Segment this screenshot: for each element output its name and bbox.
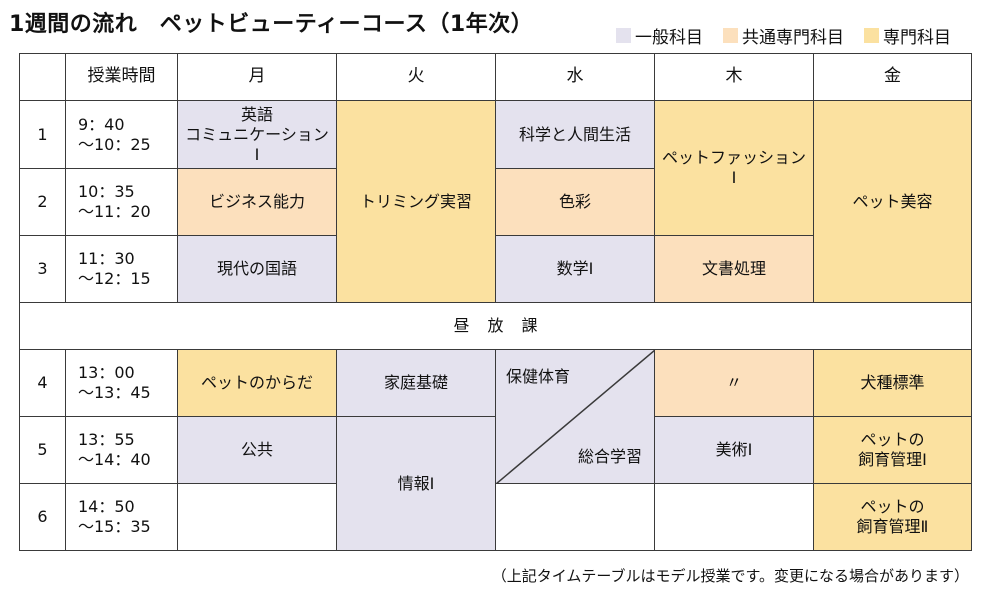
table-row-3: 3 11：30 ～12：15 現代の国語 数学Ⅰ 文書処理 [19, 235, 972, 303]
legend-item-common: 共通専門科目 [723, 23, 844, 48]
period-time: 9：40 ～10：25 [65, 100, 178, 169]
subject-cell: ペットの 飼育管理Ⅰ [813, 416, 972, 484]
subject-cell: 色彩 [495, 168, 655, 236]
subject-cell-top: 保健体育 [506, 367, 571, 386]
header-fri: 金 [813, 53, 972, 101]
legend-item-specialized: 専門科目 [864, 23, 951, 48]
timetable: 授業時間 月 火 水 木 金 1 9：40 ～10：25 英語 コミュニケーショ… [19, 53, 972, 551]
subject-cell: 数学Ⅰ [495, 235, 655, 303]
legend-swatch-specialized [864, 28, 879, 43]
split-subject-cell: 保健体育 総合学習 [495, 349, 655, 484]
footnote: （上記タイムテーブルはモデル授業です。変更になる場合があります） [491, 567, 969, 585]
table-row-5: 5 13：55 ～14：40 公共 情報Ⅰ 美術Ⅰ ペットの 飼育管理Ⅰ [19, 416, 972, 551]
subject-cell: 文書処理 [654, 235, 814, 303]
subject-cell: 英語 コミュニケーション Ⅰ [177, 100, 337, 169]
header-mon: 月 [177, 53, 337, 101]
period-number: 4 [19, 349, 66, 417]
lunch-row: 昼放課 [19, 302, 972, 350]
subject-cell: 科学と人間生活 [495, 100, 655, 169]
subject-cell-ditto: 〃 [654, 349, 814, 417]
period-number: 1 [19, 100, 66, 169]
table-row-1: 1 9：40 ～10：25 英語 コミュニケーション Ⅰ トリミング実習 科学と… [19, 100, 972, 303]
period-number: 5 [19, 416, 66, 484]
subject-cell: 現代の国語 [177, 235, 337, 303]
period-time: 11：30 ～12：15 [65, 235, 178, 303]
empty-cell [177, 483, 337, 551]
table-row-2: 2 10：35 ～11：20 ビジネス能力 色彩 [19, 168, 972, 236]
subject-cell: 情報Ⅰ [336, 416, 496, 551]
period-time: 13：00 ～13：45 [65, 349, 178, 417]
period-time: 13：55 ～14：40 [65, 416, 178, 484]
subject-cell: 公共 [177, 416, 337, 484]
header-tue: 火 [336, 53, 496, 101]
legend-swatch-general [616, 28, 631, 43]
period-time: 10：35 ～11：20 [65, 168, 178, 236]
subject-cell: 犬種標準 [813, 349, 972, 417]
subject-cell: ペットのからだ [177, 349, 337, 417]
legend-swatch-common [723, 28, 738, 43]
subject-cell: トリミング実習 [336, 100, 496, 303]
header-thu: 木 [654, 53, 814, 101]
subject-cell-bottom: 総合学習 [577, 447, 642, 466]
period-number: 2 [19, 168, 66, 236]
subject-cell: 美術Ⅰ [654, 416, 814, 484]
page-title: 1週間の流れ ペットビューティーコース（1年次） [9, 12, 534, 37]
subject-cell: ペット美容 [813, 100, 972, 303]
subject-cell: ビジネス能力 [177, 168, 337, 236]
subject-cell: ペットファッション Ⅰ [654, 100, 814, 236]
legend-label-specialized: 専門科目 [883, 28, 951, 48]
period-time: 14：50 ～15：35 [65, 483, 178, 551]
legend-label-general: 一般科目 [635, 28, 703, 48]
subject-cell: ペットの 飼育管理Ⅱ [813, 483, 972, 551]
legend-label-common: 共通専門科目 [742, 28, 844, 48]
corner-cell [19, 53, 66, 101]
empty-cell [654, 483, 814, 551]
header-time: 授業時間 [65, 53, 178, 101]
diagonal-divider [496, 350, 655, 484]
subject-cell: 家庭基礎 [336, 349, 496, 417]
period-number: 6 [19, 483, 66, 551]
period-number: 3 [19, 235, 66, 303]
legend-item-general: 一般科目 [616, 23, 703, 48]
empty-cell [495, 483, 655, 551]
header-row: 授業時間 月 火 水 木 金 [19, 53, 972, 101]
table-row-4: 4 13：00 ～13：45 ペットのからだ 家庭基礎 保健体育 総合学習 〃 … [19, 349, 972, 484]
header-wed: 水 [495, 53, 655, 101]
legend: 一般科目 共通専門科目 専門科目 [616, 23, 951, 48]
table-row-6: 6 14：50 ～15：35 ペットの 飼育管理Ⅱ [19, 483, 972, 551]
lunch-break: 昼放課 [19, 302, 972, 350]
